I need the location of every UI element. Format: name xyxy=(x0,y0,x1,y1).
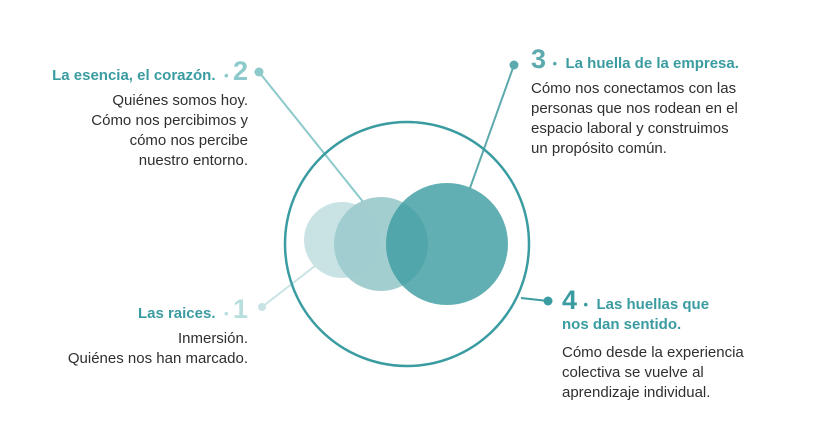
item-essence-dot: • xyxy=(223,68,229,83)
outer-ring xyxy=(283,120,531,368)
body-line: un propósito común. xyxy=(531,140,667,157)
item-essence-heading: La esencia, el corazón. • 2 xyxy=(20,58,248,85)
body-line: Cómo desde la experiencia xyxy=(562,344,744,361)
item-roots-body: Inmersión. Quiénes nos han marcado. xyxy=(20,329,248,369)
connector-line-2 xyxy=(258,71,365,204)
item-meaning-title-line: nos dan sentido. xyxy=(562,316,682,333)
item-roots-number: 1 xyxy=(232,294,248,324)
item-company: 3 • La huella de la empresa. Cómo nos co… xyxy=(531,46,791,159)
body-line: espacio laboral y construimos xyxy=(531,120,729,137)
item-roots: Las raices. • 1 Inmersión. Quiénes nos h… xyxy=(20,296,248,369)
item-essence-title: La esencia, el corazón. xyxy=(52,67,216,84)
item-meaning-title-line: Las huellas que xyxy=(596,296,710,313)
body-line: cómo nos percibe xyxy=(129,132,248,149)
connector-dot-4 xyxy=(543,296,553,306)
item-meaning-body: Cómo desde la experiencia colectiva se v… xyxy=(562,343,802,403)
body-line: Quiénes somos hoy. xyxy=(112,92,248,109)
item-roots-title: Las raices. xyxy=(137,305,216,322)
item-meaning-dot: • xyxy=(583,297,589,312)
item-company-heading: 3 • La huella de la empresa. xyxy=(531,46,791,73)
item-meaning: 4 • Las huellas que nos dan sentido. Cóm… xyxy=(562,287,802,403)
item-company-dot: • xyxy=(552,56,558,71)
item-company-body: Cómo nos conectamos con las personas que… xyxy=(531,79,791,159)
item-company-title: La huella de la empresa. xyxy=(565,55,739,72)
item-essence: La esencia, el corazón. • 2 Quiénes somo… xyxy=(20,58,248,171)
item-meaning-number: 4 xyxy=(562,285,578,315)
body-line: Cómo nos conectamos con las xyxy=(531,80,737,97)
connector-dot-3 xyxy=(509,60,519,70)
connector-dot-1 xyxy=(258,303,266,311)
body-line: Quiénes nos han marcado. xyxy=(67,350,248,367)
body-line: personas que nos rodean en el xyxy=(531,100,738,117)
body-line: colectiva se vuelve al xyxy=(562,364,704,381)
connector-dot-2 xyxy=(254,67,264,77)
body-line: aprendizaje individual. xyxy=(562,384,711,401)
connector-line-3 xyxy=(469,64,515,189)
connector-line-4 xyxy=(520,297,549,302)
body-line: Cómo nos percibimos y xyxy=(91,112,248,129)
item-essence-body: Quiénes somos hoy. Cómo nos percibimos y… xyxy=(20,91,248,171)
body-line: nuestro entorno. xyxy=(138,152,248,169)
item-meaning-heading: 4 • Las huellas que xyxy=(562,287,802,314)
circle-footprint xyxy=(386,183,508,305)
item-roots-heading: Las raices. • 1 xyxy=(20,296,248,323)
item-company-number: 3 xyxy=(531,44,547,74)
item-essence-number: 2 xyxy=(232,56,248,86)
body-line: Inmersión. xyxy=(177,330,248,347)
item-roots-dot: • xyxy=(223,306,229,321)
